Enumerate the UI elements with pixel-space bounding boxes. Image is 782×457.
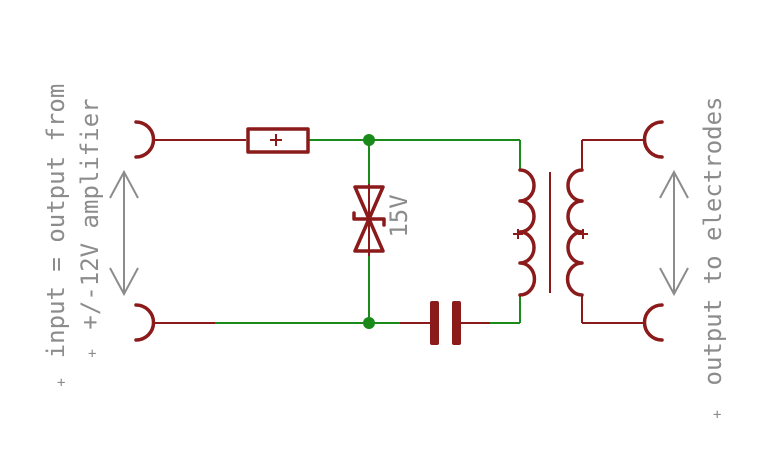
capacitor-plate-left bbox=[430, 301, 439, 345]
input-label-line1: input = output from bbox=[42, 84, 70, 359]
transformer-primary-coil bbox=[518, 168, 537, 297]
junction-dot-top bbox=[363, 134, 375, 146]
capacitor-plate-right bbox=[452, 301, 461, 345]
origin-marker-input: + bbox=[57, 375, 65, 391]
output-connector-bottom-icon bbox=[582, 303, 664, 342]
resistor-icon bbox=[246, 127, 310, 154]
transformer-secondary-coil bbox=[565, 168, 584, 297]
input-arrow-icon bbox=[109, 169, 139, 297]
wires bbox=[215, 139, 521, 324]
capacitor-icon bbox=[400, 301, 490, 345]
output-connector-top-icon bbox=[582, 120, 664, 159]
zener-value-label: 15V bbox=[385, 194, 413, 237]
transformer-icon bbox=[513, 140, 588, 323]
input-connector-top-icon bbox=[134, 120, 246, 159]
input-label-line2: +/-12V amplifier bbox=[76, 98, 104, 329]
origin-marker-output: + bbox=[713, 407, 721, 423]
output-label: output to electrodes bbox=[699, 97, 727, 386]
zener-diode-icon bbox=[352, 184, 386, 256]
input-connector-bottom-icon bbox=[134, 303, 215, 342]
output-arrow-icon bbox=[659, 169, 689, 297]
origin-marker-amplifier: + bbox=[88, 346, 96, 362]
junction-dot-bottom bbox=[363, 317, 375, 329]
